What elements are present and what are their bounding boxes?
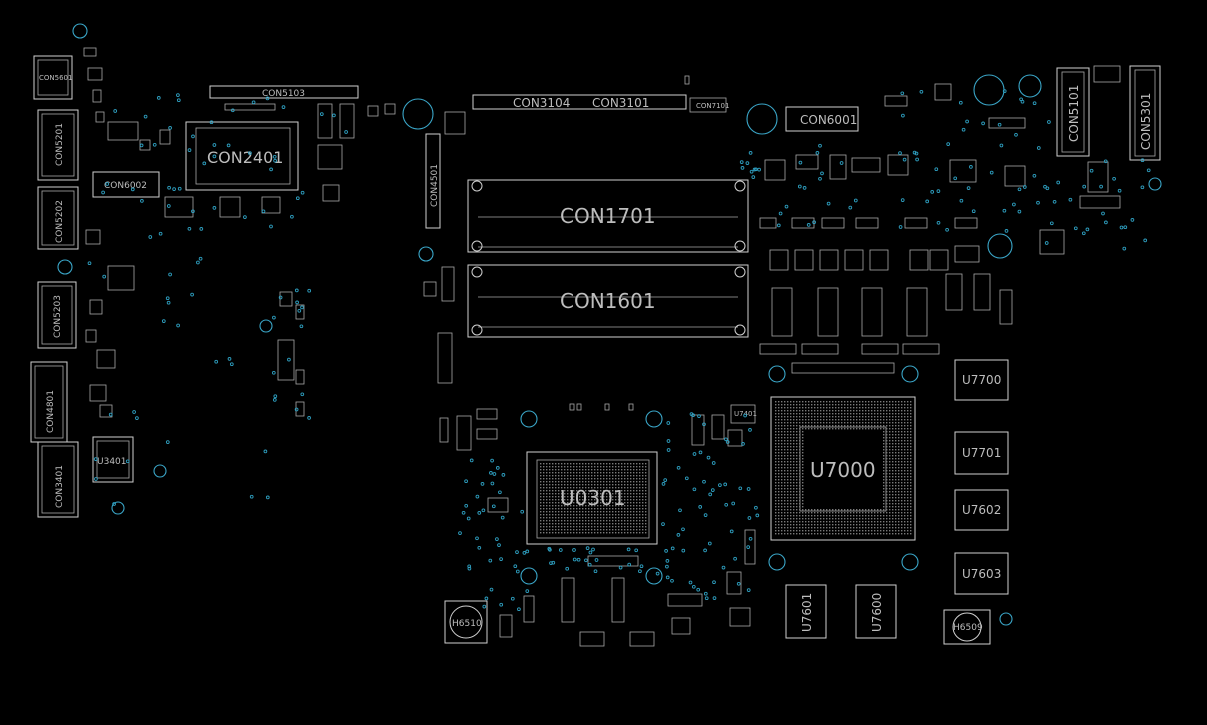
gpu-u7000: U7000 U7401	[730, 396, 916, 541]
con5203-label: CON5203	[53, 295, 63, 338]
gpu-ball-grid	[775, 401, 912, 535]
left-edge-connectors: CON5601 CON5201 CON5202 CON5203 CON4801 …	[30, 55, 134, 518]
cpu-u0301: U0301	[526, 451, 658, 545]
con3104-label: CON3104	[513, 96, 570, 110]
u7602-label: U7602	[962, 503, 1001, 517]
cpu-ball-grid	[540, 463, 647, 534]
memory-slots: CON1701 CON1601	[467, 179, 749, 338]
con5601-label: CON5601	[39, 74, 72, 82]
con2401-label: CON2401	[207, 148, 283, 167]
small-parts-left	[83, 47, 396, 418]
con6002-label: CON6002	[104, 181, 147, 191]
con6001-label: CON6001	[800, 113, 857, 127]
h6510-label: H6510	[452, 619, 482, 629]
upper-right-area: CON6001 CON5101 CON5301	[764, 65, 1161, 255]
con5101-label: CON5101	[1067, 85, 1081, 142]
con1701-label: CON1701	[560, 204, 656, 228]
con3401-label: CON3401	[55, 465, 65, 508]
con5301-label: CON5301	[1139, 93, 1153, 150]
top-center-connectors: CON3104 CON3101 CON7101 CON4501	[423, 75, 729, 302]
con4501-label: CON4501	[430, 164, 440, 207]
con5202-label: CON5202	[55, 200, 65, 243]
con5201-label: CON5201	[55, 123, 65, 166]
inductors: H6510 H6509	[444, 600, 991, 645]
con7101-label: CON7101	[696, 102, 729, 110]
u7601-label: U7601	[800, 593, 814, 632]
con4801-label: CON4801	[46, 390, 56, 433]
vram-chips: U7700 U7701 U7602 U7603 U7601 U7600	[785, 359, 1009, 639]
vias	[87, 89, 1151, 612]
u7600-label: U7600	[870, 593, 884, 632]
con1601-label: CON1601	[560, 289, 656, 313]
upper-left-area: CON5103 CON2401 CON6002	[92, 85, 359, 369]
mounting-holes	[57, 23, 1162, 626]
con3101-label: CON3101	[592, 96, 649, 110]
h6509-label: H6509	[953, 623, 983, 633]
u7701-label: U7701	[962, 446, 1001, 460]
u7603-label: U7603	[962, 567, 1001, 581]
u7000-label: U7000	[810, 458, 876, 482]
lower-center-parts	[437, 332, 756, 647]
u0301-label: U0301	[560, 486, 626, 510]
con5103-label: CON5103	[262, 89, 305, 99]
u7700-label: U7700	[962, 373, 1001, 387]
u3401-label: U3401	[97, 457, 127, 467]
vrm-stages	[759, 217, 1013, 374]
